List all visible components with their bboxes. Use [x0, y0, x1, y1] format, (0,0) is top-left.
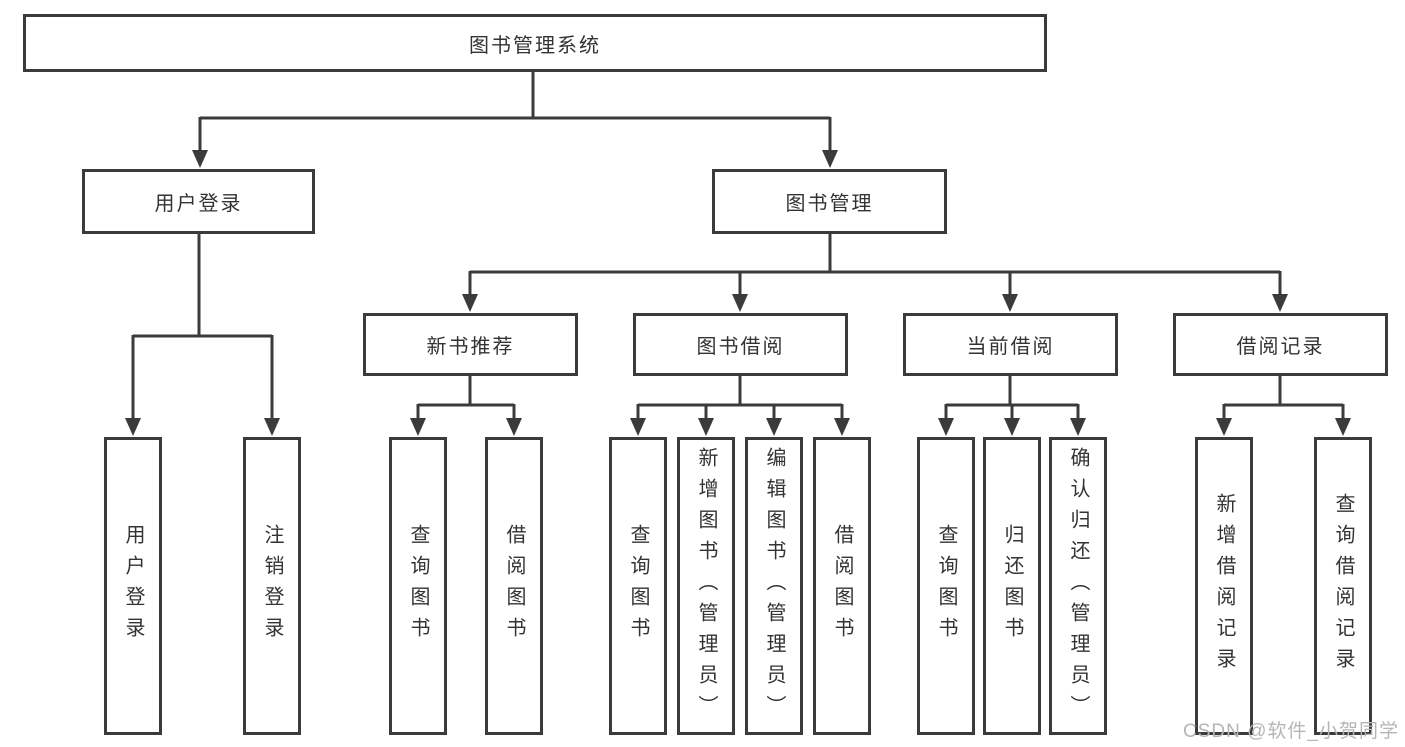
leaf-borrow-books: 借阅图书: [813, 437, 871, 735]
node-new-book-recommend-label: 新书推荐: [426, 336, 515, 358]
node-user-login-label: 用户登录: [154, 193, 243, 215]
node-borrow-records-label: 借阅记录: [1236, 336, 1325, 358]
leaf-user-login-label: 用户登录: [122, 524, 144, 648]
node-book-management-label: 图书管理: [785, 193, 874, 215]
node-root-label: 图书管理系统: [469, 34, 601, 57]
leaf-return-books-label: 归还图书: [1001, 524, 1023, 648]
leaf-return-books: 归还图书: [983, 437, 1041, 735]
leaf-confirm-return-admin-label: 确认归还（管理员）: [1067, 446, 1089, 726]
leaf-user-login: 用户登录: [104, 437, 162, 735]
leaf-borrow-books-recommend-label: 借阅图书: [503, 524, 525, 648]
leaf-add-borrow-record: 新增借阅记录: [1195, 437, 1253, 735]
leaf-edit-book-admin: 编辑图书（管理员）: [745, 437, 803, 735]
watermark-text: CSDN @软件_小贺同学: [1183, 721, 1399, 742]
leaf-query-books-current-label: 查询图书: [935, 524, 957, 648]
leaf-borrow-books-label: 借阅图书: [831, 524, 853, 648]
node-new-book-recommend: 新书推荐: [363, 313, 578, 376]
leaf-add-book-admin: 新增图书（管理员）: [677, 437, 735, 735]
leaf-query-borrow-record-label: 查询借阅记录: [1332, 493, 1354, 679]
node-borrow-records: 借阅记录: [1173, 313, 1388, 376]
node-book-borrow-label: 图书借阅: [696, 336, 785, 358]
leaf-edit-book-admin-label: 编辑图书（管理员）: [763, 446, 785, 726]
leaf-query-books-borrow: 查询图书: [609, 437, 667, 735]
leaf-logout-login-label: 注销登录: [261, 524, 283, 648]
node-book-management: 图书管理: [712, 169, 947, 234]
leaf-add-borrow-record-label: 新增借阅记录: [1213, 493, 1235, 679]
node-user-login: 用户登录: [82, 169, 315, 234]
node-root: 图书管理系统: [23, 14, 1047, 72]
leaf-borrow-books-recommend: 借阅图书: [485, 437, 543, 735]
leaf-add-book-admin-label: 新增图书（管理员）: [695, 446, 717, 726]
node-current-borrow-label: 当前借阅: [966, 336, 1055, 358]
leaf-query-books-recommend-label: 查询图书: [407, 524, 429, 648]
arrowhead-icons: [125, 150, 1351, 436]
leaf-query-books-current: 查询图书: [917, 437, 975, 735]
leaf-query-borrow-record: 查询借阅记录: [1314, 437, 1372, 735]
node-book-borrow: 图书借阅: [633, 313, 848, 376]
leaf-logout-login: 注销登录: [243, 437, 301, 735]
node-current-borrow: 当前借阅: [903, 313, 1118, 376]
leaf-confirm-return-admin: 确认归还（管理员）: [1049, 437, 1107, 735]
leaf-query-books-recommend: 查询图书: [389, 437, 447, 735]
leaf-query-books-borrow-label: 查询图书: [627, 524, 649, 648]
